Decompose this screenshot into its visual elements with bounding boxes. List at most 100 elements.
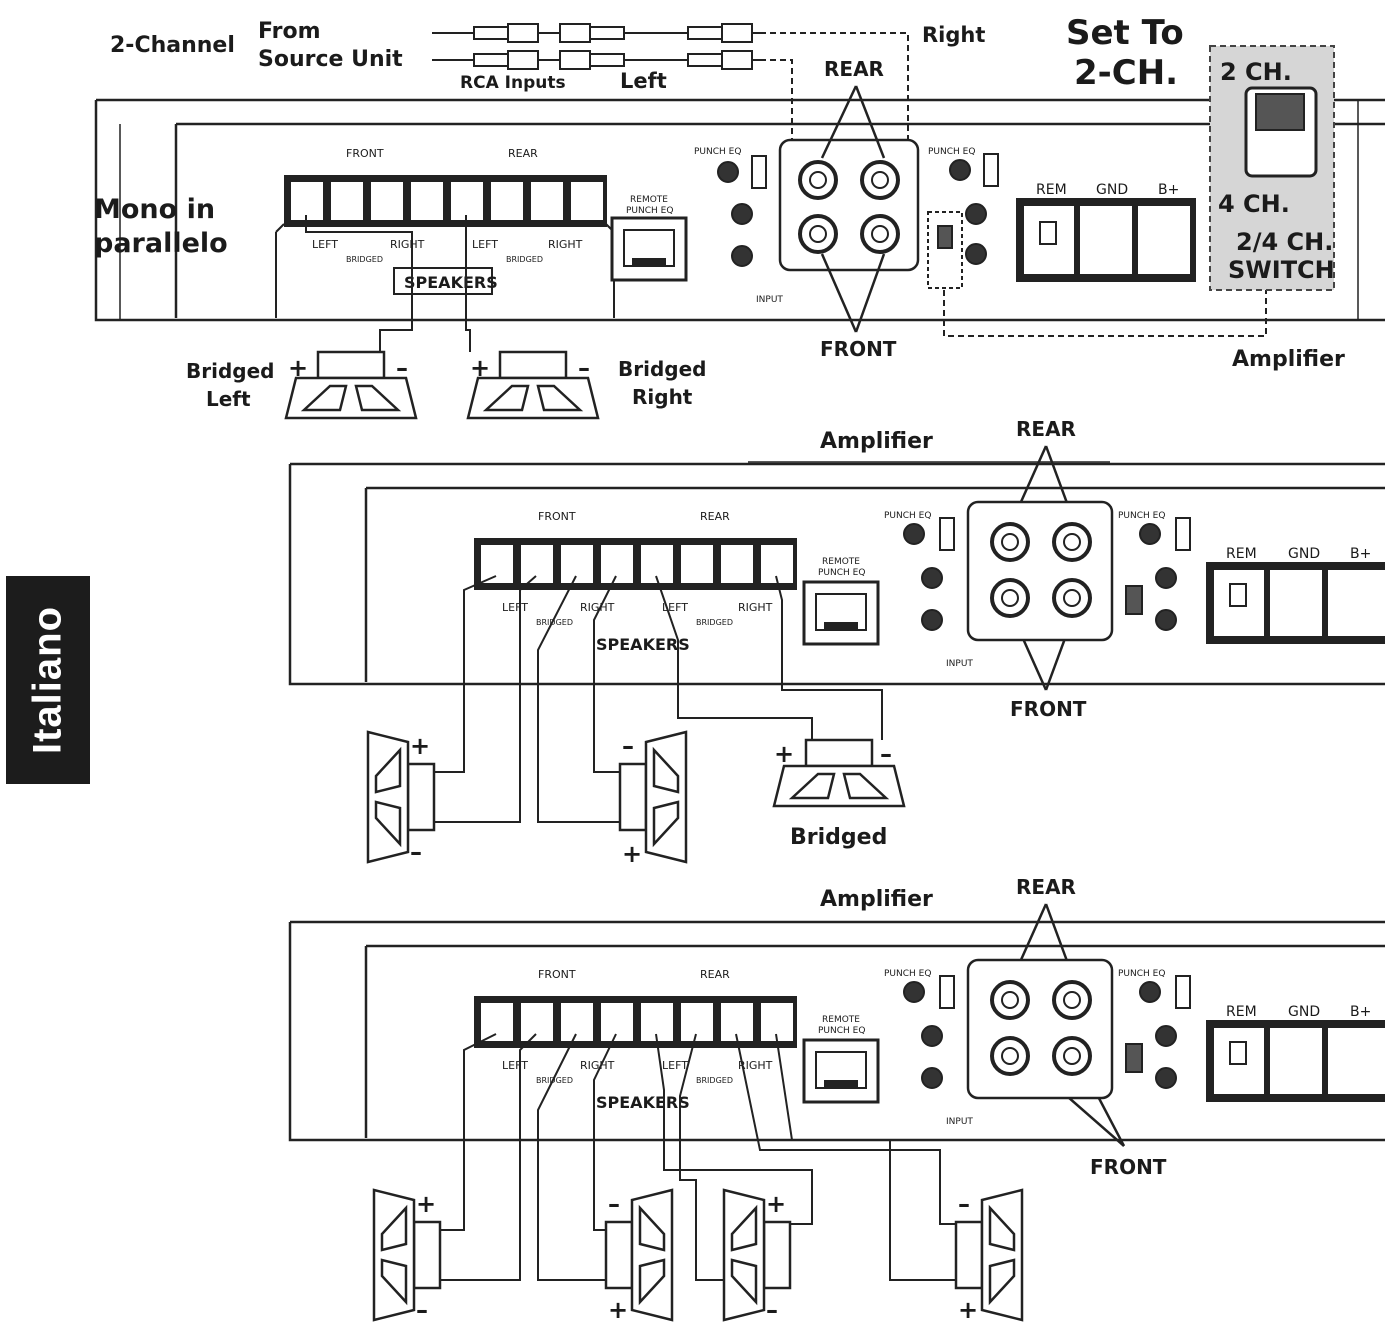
- minus-sign: –: [622, 732, 634, 760]
- front-pointer: [820, 253, 886, 333]
- from-label: From: [258, 19, 321, 44]
- mono-label-1: Mono in: [94, 194, 215, 225]
- punch-eq-label: PUNCH EQ: [884, 969, 931, 979]
- power-terminals-top: REM GND B+: [1016, 182, 1196, 282]
- bplus-label: B+: [1350, 1004, 1371, 1020]
- rca-cables: [432, 23, 909, 150]
- amplifier-label: Amplifier: [820, 429, 933, 454]
- source-unit-label: Source Unit: [258, 47, 403, 72]
- speaker-bridged-right: [466, 350, 600, 420]
- speaker-front-right: [618, 730, 688, 864]
- remote-punch-label: PUNCH EQ: [818, 568, 865, 578]
- terminal-front-label: FRONT: [346, 147, 384, 160]
- remote-label: REMOTE: [822, 1015, 860, 1025]
- punch-eq-label: PUNCH EQ: [1118, 969, 1165, 979]
- bridged-small-label: BRIDGED: [536, 1076, 573, 1085]
- rear-pointer: [820, 85, 886, 159]
- input-label: INPUT: [946, 659, 973, 669]
- diagram-middle: Amplifier REAR FRONT FRONT REAR: [288, 417, 1385, 868]
- bridged-small-label: BRIDGED: [696, 618, 733, 627]
- minus-sign: –: [958, 1190, 970, 1218]
- bridged-right-label: Right: [632, 385, 693, 409]
- punch-eq-label: PUNCH EQ: [1118, 511, 1165, 521]
- remote-punch-eq-port-bottom: REMOTE PUNCH EQ: [802, 1015, 880, 1104]
- remote-punch-eq-port-middle: REMOTE PUNCH EQ: [802, 557, 880, 646]
- speaker-front-right: [604, 1188, 674, 1322]
- mono-label-2: parallelo: [94, 228, 228, 259]
- plus-sign: +: [766, 1190, 786, 1218]
- right-label: RIGHT: [580, 1059, 615, 1072]
- bridged-left-label: Left: [206, 387, 251, 411]
- right-label: RIGHT: [580, 601, 615, 614]
- terminal-front-label: FRONT: [538, 968, 576, 981]
- speaker-bridged-left: [284, 350, 418, 420]
- left-label: LEFT: [502, 1059, 528, 1072]
- bridged-small-label: BRIDGED: [696, 1076, 733, 1085]
- bplus-label: B+: [1350, 546, 1371, 562]
- wiring-middle: [430, 575, 883, 823]
- rear-label: REAR: [1016, 875, 1076, 899]
- input-label: INPUT: [756, 295, 783, 305]
- right-label: RIGHT: [390, 238, 425, 251]
- switch-2ch-label: 2 CH.: [1220, 58, 1292, 86]
- amplifier-middle: [288, 461, 1385, 686]
- speakers-label: SPEAKERS: [596, 635, 690, 654]
- speaker-front-left: [372, 1188, 442, 1322]
- switch-name-label-1: 2/4 CH.: [1236, 228, 1333, 256]
- bridged-label: Bridged: [186, 359, 274, 383]
- two-channel-label: 2-Channel: [110, 33, 235, 58]
- left-label: LEFT: [662, 1059, 688, 1072]
- terminal-rear-label: REAR: [700, 968, 730, 981]
- rear-label: REAR: [1016, 417, 1076, 441]
- plus-sign: +: [288, 354, 308, 382]
- amplifier-label: Amplifier: [820, 887, 933, 912]
- bridged-small-label: BRIDGED: [536, 618, 573, 627]
- gnd-label: GND: [1288, 546, 1320, 562]
- left-label: LEFT: [312, 238, 338, 251]
- control-panel-bottom: PUNCH EQ INPUT PUNCH EQ: [884, 958, 1191, 1127]
- channel-switch-callout: 2 CH. 4 CH. 2/4 CH. SWITCH: [1209, 45, 1335, 291]
- speaker-bridged-rear: [772, 738, 906, 808]
- plus-sign: +: [958, 1296, 978, 1324]
- bplus-label: B+: [1158, 182, 1179, 198]
- rear-label: REAR: [824, 57, 884, 81]
- control-panel-top: PUNCH EQ INPUT PUNCH EQ: [694, 138, 1267, 337]
- bridged-small-label: BRIDGED: [506, 255, 543, 264]
- amplifier-bottom: [288, 920, 1385, 1142]
- terminal-rear-label: REAR: [508, 147, 538, 160]
- speaker-terminal-block-middle: FRONT REAR LEFT RIGHT LEFT RIGHT BRIDGED…: [474, 510, 797, 654]
- right-label: RIGHT: [738, 1059, 773, 1072]
- diagram-bottom: Amplifier REAR FRONT FRONT REAR LEFT: [288, 875, 1385, 1324]
- amplifier-label: Amplifier: [1232, 347, 1345, 372]
- wiring-bottom: [438, 1033, 956, 1281]
- remote-punch-eq-port-top: REMOTE PUNCH EQ: [610, 195, 688, 282]
- control-panel-middle: PUNCH EQ INPUT PUNCH EQ: [884, 500, 1191, 669]
- front-label: FRONT: [820, 337, 897, 361]
- set-to-label: Set To: [1066, 13, 1184, 53]
- remote-punch-label: PUNCH EQ: [818, 1026, 865, 1036]
- plus-sign: +: [416, 1190, 436, 1218]
- switch-4ch-label: 4 CH.: [1218, 190, 1290, 218]
- minus-sign: –: [608, 1190, 620, 1218]
- switch-name-label-2: SWITCH: [1228, 256, 1335, 284]
- rem-label: REM: [1226, 546, 1257, 562]
- remote-label: REMOTE: [630, 195, 668, 205]
- remote-label: REMOTE: [822, 557, 860, 567]
- bridged-small-label: BRIDGED: [346, 255, 383, 264]
- speaker-terminal-block-top: FRONT REAR LEFT RIGHT LEFT RIGHT BRIDGED…: [284, 147, 607, 295]
- gnd-label: GND: [1096, 182, 1128, 198]
- bridged-label: Bridged: [618, 357, 706, 381]
- speaker-front-left: [366, 730, 436, 864]
- speaker-rear-right: [954, 1188, 1024, 1322]
- left-label: LEFT: [472, 238, 498, 251]
- punch-eq-label: PUNCH EQ: [694, 147, 741, 157]
- speaker-rear-left: [722, 1188, 792, 1322]
- plus-sign: +: [622, 840, 642, 868]
- plus-sign: +: [410, 732, 430, 760]
- left-input-label: Left: [620, 69, 667, 93]
- minus-sign: –: [396, 354, 408, 382]
- power-terminals-bottom: REM GND B+: [1206, 1004, 1385, 1102]
- rem-label: REM: [1036, 182, 1067, 198]
- set-to-value: 2-CH.: [1074, 53, 1178, 93]
